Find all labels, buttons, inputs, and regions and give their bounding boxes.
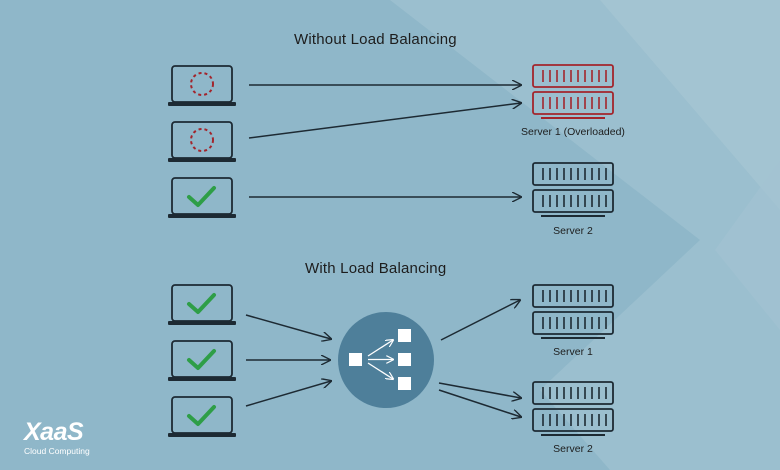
server [532, 284, 614, 339]
check-icon [187, 293, 216, 314]
client-laptop [168, 396, 236, 437]
loading-icon [190, 128, 214, 152]
logo-tagline: Cloud Computing [24, 446, 90, 456]
top-section-title: Without Load Balancing [294, 31, 457, 48]
distribution-arrow [440, 300, 520, 341]
server [532, 162, 614, 217]
check-icon [187, 349, 216, 370]
client-laptop [168, 65, 236, 106]
bottom-section-title: With Load Balancing [305, 260, 447, 277]
server-label: Server 1 [553, 346, 593, 358]
client-laptop [168, 284, 236, 325]
server-overloaded [532, 64, 614, 119]
load-balancer-icon [338, 312, 434, 408]
server-label: Server 2 [553, 225, 593, 237]
loading-icon [190, 72, 214, 96]
logo: XaaS [24, 418, 84, 446]
request-arrow [245, 314, 331, 339]
client-laptop [168, 177, 236, 218]
server-label: Server 1 (Overloaded) [521, 126, 625, 138]
server [532, 381, 614, 436]
check-icon [187, 405, 216, 426]
request-arrow [248, 103, 521, 139]
request-arrow [245, 381, 331, 407]
distribution-arrow [438, 389, 521, 417]
client-laptop [168, 340, 236, 381]
server-label: Server 2 [553, 443, 593, 455]
distribution-arrow [438, 382, 521, 398]
client-laptop [168, 121, 236, 162]
check-icon [187, 186, 216, 207]
